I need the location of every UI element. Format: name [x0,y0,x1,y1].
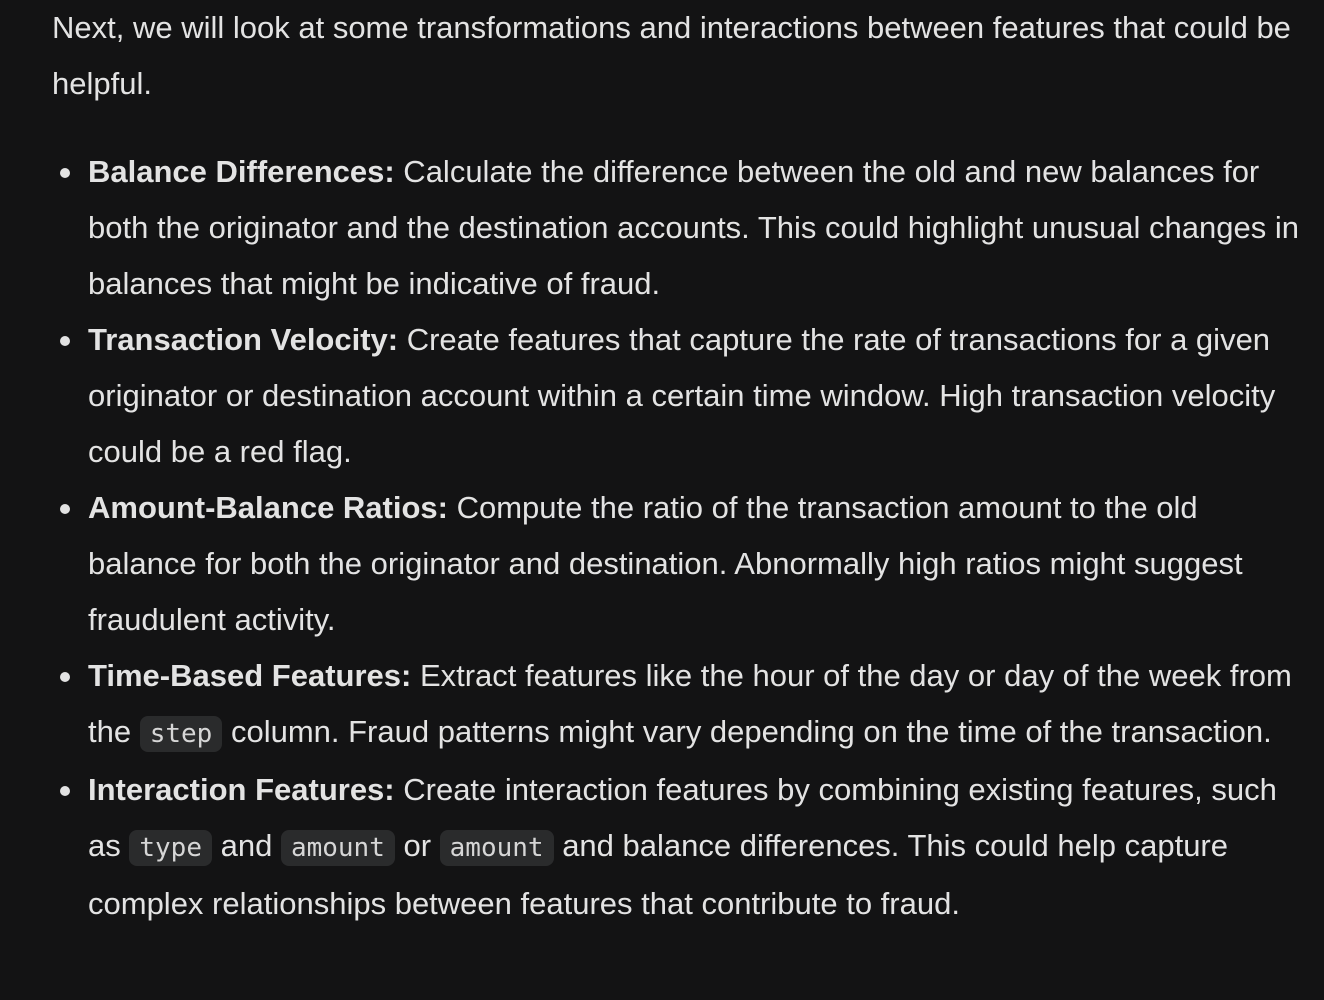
term-label: Amount-Balance Ratios: [88,490,448,525]
intro-paragraph: Next, we will look at some transformatio… [52,10,1291,101]
list-item-time-based-features: Time-Based Features: Extract features li… [52,648,1302,762]
list-item-interaction-features: Interaction Features: Create interaction… [52,762,1302,932]
response-content: Next, we will look at some transformatio… [52,0,1302,932]
list-item-balance-differences: Balance Differences: Calculate the diffe… [52,144,1302,312]
inline-code-amount: amount [280,830,395,866]
item-text: Create interaction features by combining… [88,772,1277,863]
item-text: or [394,828,440,863]
inline-code-step: step [139,716,223,752]
item-text: Compute the ratio of the transaction amo… [88,490,1243,637]
item-text: Extract features like the hour of the da… [88,658,1292,749]
inline-code-type: type [129,830,212,866]
list-item-transaction-velocity: Transaction Velocity: Create features th… [52,312,1302,480]
item-text: Calculate the difference between the old… [88,154,1299,301]
item-text: and [211,828,281,863]
item-text: Create features that capture the rate of… [88,322,1276,469]
term-label: Interaction Features: [88,772,395,807]
list-item-amount-balance-ratios: Amount-Balance Ratios: Compute the ratio… [52,480,1302,648]
item-text: and balance differences. This could help… [88,828,1228,921]
item-text: column. Fraud patterns might vary depend… [222,714,1272,749]
term-label: Transaction Velocity: [88,322,399,357]
term-label: Time-Based Features: [88,658,412,693]
feature-list: Balance Differences: Calculate the diffe… [52,144,1302,932]
inline-code-amount: amount [439,830,554,866]
term-label: Balance Differences: [88,154,395,189]
